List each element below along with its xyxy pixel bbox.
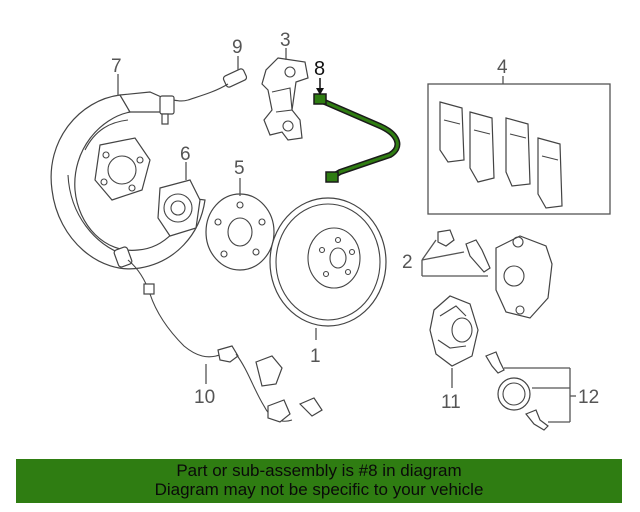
part-5-wheel-hub[interactable] [205,193,275,271]
callout-1: 1 [310,346,321,367]
callout-11: 11 [441,392,461,413]
callout-10: 10 [194,387,215,408]
banner-line-1: Part or sub-assembly is #8 in diagram [176,461,462,480]
part-3-caliper-bracket[interactable] [261,57,309,141]
part-4-brake-pads[interactable] [427,83,611,215]
callout-2: 2 [402,252,413,273]
part-1-brake-rotor[interactable] [269,197,387,327]
callout-5: 5 [234,158,245,179]
part-12-hardware[interactable] [485,351,549,431]
part-10-speed-sensor[interactable] [113,246,323,423]
part-6-hub-bearing[interactable] [157,179,201,237]
part-9-wear-sensor[interactable] [159,68,248,125]
part-8-brake-hose[interactable] [313,93,401,183]
part-caliper-housing[interactable] [495,235,553,319]
callout-7: 7 [111,56,122,77]
banner-line-2: Diagram may not be specific to your vehi… [154,480,484,499]
callout-4: 4 [497,57,508,78]
callout-3: 3 [280,30,291,51]
callout-12: 12 [578,387,599,408]
callout-9: 9 [232,37,243,58]
callout-8: 8 [314,58,325,80]
part-11-caliper[interactable] [429,295,479,367]
info-banner: Part or sub-assembly is #8 in diagram Di… [16,459,622,503]
part-2-bolts[interactable] [437,229,491,273]
callout-6: 6 [180,144,191,165]
part-7-dust-shield[interactable] [50,91,206,270]
